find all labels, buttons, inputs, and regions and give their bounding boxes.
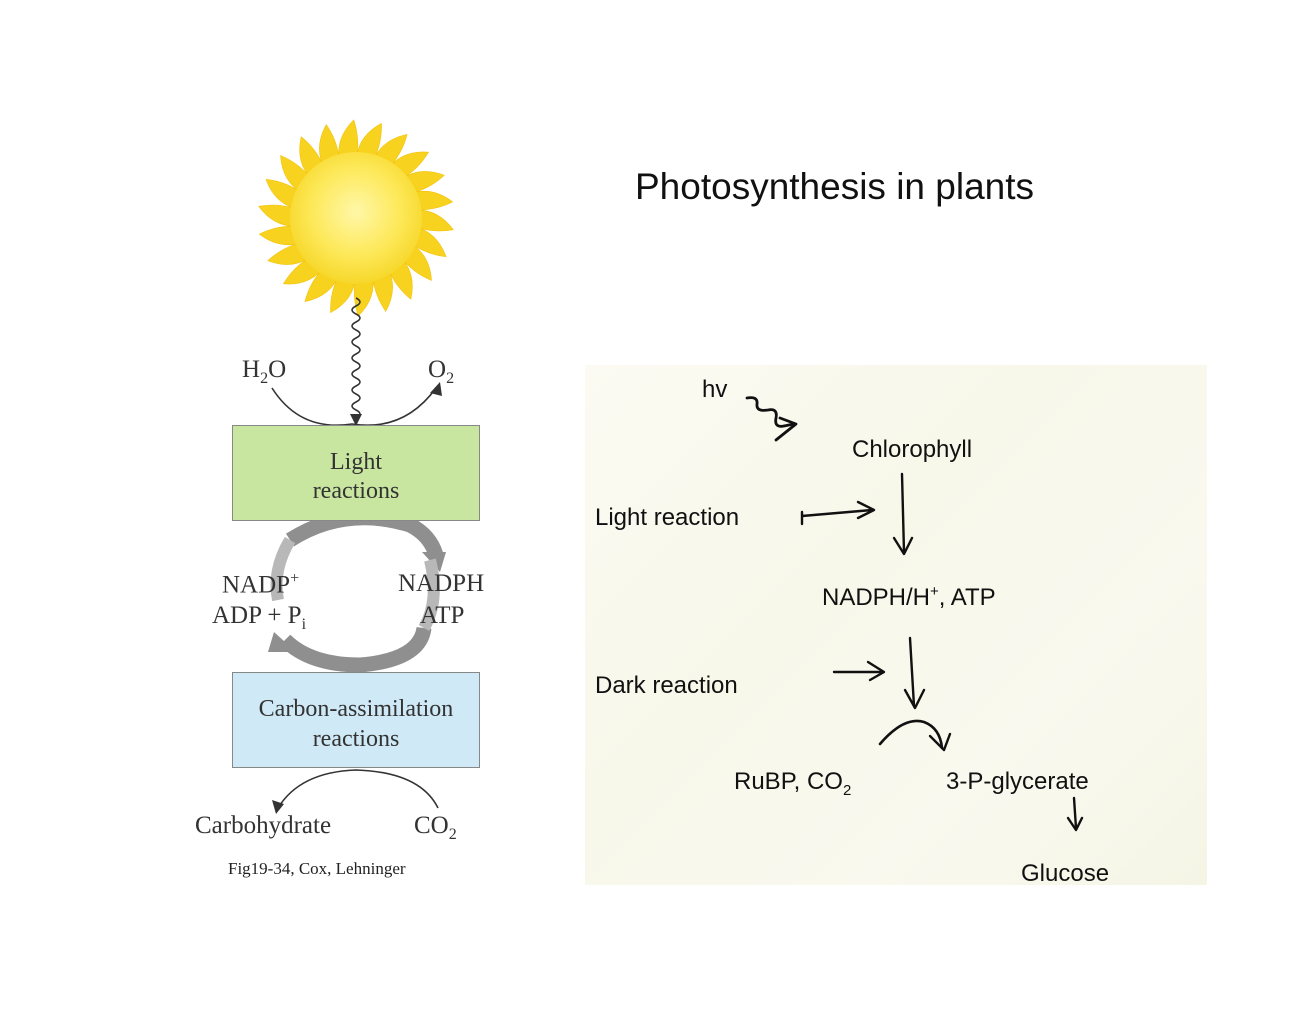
glycerate-label: 3-P-glycerate: [946, 768, 1089, 795]
dark-reaction-label: Dark reaction: [595, 672, 738, 699]
adp-label: ADP + Pi: [212, 602, 307, 633]
light-reactions-box: Light reactions: [232, 425, 480, 521]
co2-to-carbohydrate-arrow: [277, 769, 439, 809]
page-title: Photosynthesis in plants: [635, 166, 1035, 207]
chlorophyll-down-arrow: [900, 472, 906, 554]
glucose-label: Glucose: [1021, 860, 1110, 887]
left-figure-graphics: [258, 119, 454, 814]
cycle-arrowhead-left: [268, 632, 296, 652]
carbon-assimilation-label-2: reactions: [312, 726, 400, 752]
water-label: H2O: [242, 356, 287, 387]
light-reaction-arrow: [800, 508, 874, 526]
light-reaction-label: Light reaction: [595, 504, 740, 531]
rubp-co2-label: RuBP, CO2: [734, 768, 852, 799]
scheme-panel: [585, 365, 1207, 885]
chlorophyll-label: Chlorophyll: [852, 436, 973, 463]
nadph-atp-label: NADPH/H+, ATP: [822, 583, 996, 611]
sun-rays-icon: [258, 119, 454, 317]
figure-caption: Fig19-34, Cox, Lehninger: [228, 859, 406, 878]
water-to-oxygen-arrow: [271, 387, 437, 426]
hv-squiggle-arrow: [745, 396, 796, 428]
hv-label: hv: [702, 376, 728, 403]
cycle-arrow-left: [279, 626, 432, 673]
oxygen-label: O2: [428, 356, 455, 387]
carbon-assimilation-box: Carbon-assimilation reactions: [232, 672, 480, 768]
sun-icon: [290, 152, 422, 284]
glycerate-to-glucose-arrow: [1072, 796, 1078, 830]
nadph-down-arrow: [908, 636, 916, 708]
carbohydrate-label: Carbohydrate: [195, 812, 332, 839]
atp-label: ATP: [420, 602, 465, 629]
co2-label: CO2: [414, 812, 457, 843]
light-reactions-label-2: reactions: [312, 478, 400, 504]
nadp-label: NADP+: [222, 570, 300, 599]
rubp-curved-arrow: [878, 719, 944, 750]
cycle-arrow-right: [285, 510, 444, 558]
light-wave-arrow: [351, 297, 361, 422]
carbon-assimilation-label-1: Carbon-assimilation: [258, 696, 454, 722]
nadph-label: NADPH: [398, 570, 485, 597]
light-reactions-label-1: Light: [330, 449, 382, 475]
